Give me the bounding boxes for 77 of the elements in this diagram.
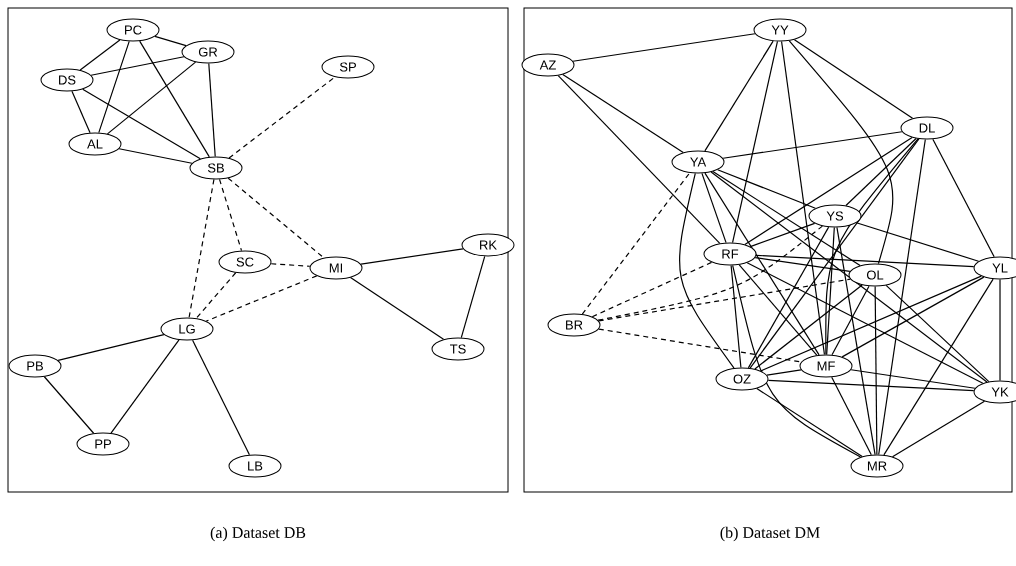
connector-line [195, 272, 237, 319]
connector-line [227, 177, 325, 259]
connector-line [767, 379, 975, 392]
connector-line [270, 263, 311, 267]
connector-line [460, 255, 486, 339]
connector-line [730, 264, 742, 369]
connector-line [754, 284, 863, 370]
connector-line [738, 264, 818, 356]
connector-line [850, 369, 976, 389]
connector-line [110, 339, 180, 434]
connector-line [781, 40, 826, 356]
connector-line [57, 334, 165, 361]
connector-line [360, 248, 464, 265]
connector-line [747, 226, 830, 369]
connector-line [845, 137, 917, 207]
connector-line [208, 62, 216, 158]
connector-line [712, 170, 861, 267]
connector-line [90, 56, 185, 76]
connector-line [826, 226, 835, 356]
connector-line [349, 277, 445, 340]
connector-line [841, 276, 985, 358]
connector-line [717, 169, 816, 209]
connector-line [597, 225, 823, 321]
connector-line [188, 178, 215, 319]
connector-line [756, 387, 863, 458]
connector-line [793, 39, 914, 119]
node-label: YK [991, 387, 1009, 397]
connector-line [754, 257, 851, 272]
connector-line [766, 369, 802, 376]
connector-line [932, 138, 995, 258]
connector-line [679, 172, 735, 369]
connector-line [205, 275, 318, 322]
connector-line [883, 278, 994, 456]
connector-line [831, 285, 870, 356]
connector-line [825, 138, 919, 356]
connector-line [855, 222, 980, 262]
connector-line [710, 171, 988, 383]
connector-line [836, 226, 876, 456]
connector-line [704, 172, 820, 356]
connector-line [118, 148, 193, 164]
connector-line [874, 285, 878, 456]
connector-line [722, 131, 903, 159]
connector-line [562, 73, 684, 154]
connector-line [878, 138, 926, 456]
connector-line [71, 90, 91, 134]
connector-line [746, 262, 984, 384]
connector-line [760, 275, 982, 372]
connector-line [581, 172, 691, 315]
connector-line [831, 376, 872, 456]
connector-line [749, 138, 920, 369]
subfigure-caption: (a) Dataset DB [210, 526, 306, 542]
connector-line [755, 254, 975, 268]
connector-line [788, 40, 894, 265]
connector-line [701, 172, 727, 244]
connector-line [885, 284, 990, 383]
subfigure-caption: (b) Dataset DM [720, 526, 820, 542]
connector-line [891, 400, 986, 458]
connector-line [192, 339, 251, 456]
connector-line [154, 35, 187, 47]
connector-line [218, 178, 243, 252]
connector-line [598, 278, 851, 322]
connector-line [43, 376, 95, 434]
connector-line [82, 88, 201, 160]
connector-line [79, 39, 121, 71]
connector-line [732, 264, 862, 458]
connector-line [98, 40, 130, 134]
connector-line [704, 40, 774, 152]
connector-line [572, 33, 756, 62]
connector-line [228, 76, 336, 159]
connector-line [106, 61, 197, 135]
connector-line [557, 75, 721, 244]
connector-line [744, 136, 913, 246]
connector-line [591, 261, 713, 318]
connector-line [139, 40, 210, 158]
connector-line [731, 40, 779, 244]
connector-line [749, 222, 816, 248]
connector-line [999, 278, 1001, 382]
